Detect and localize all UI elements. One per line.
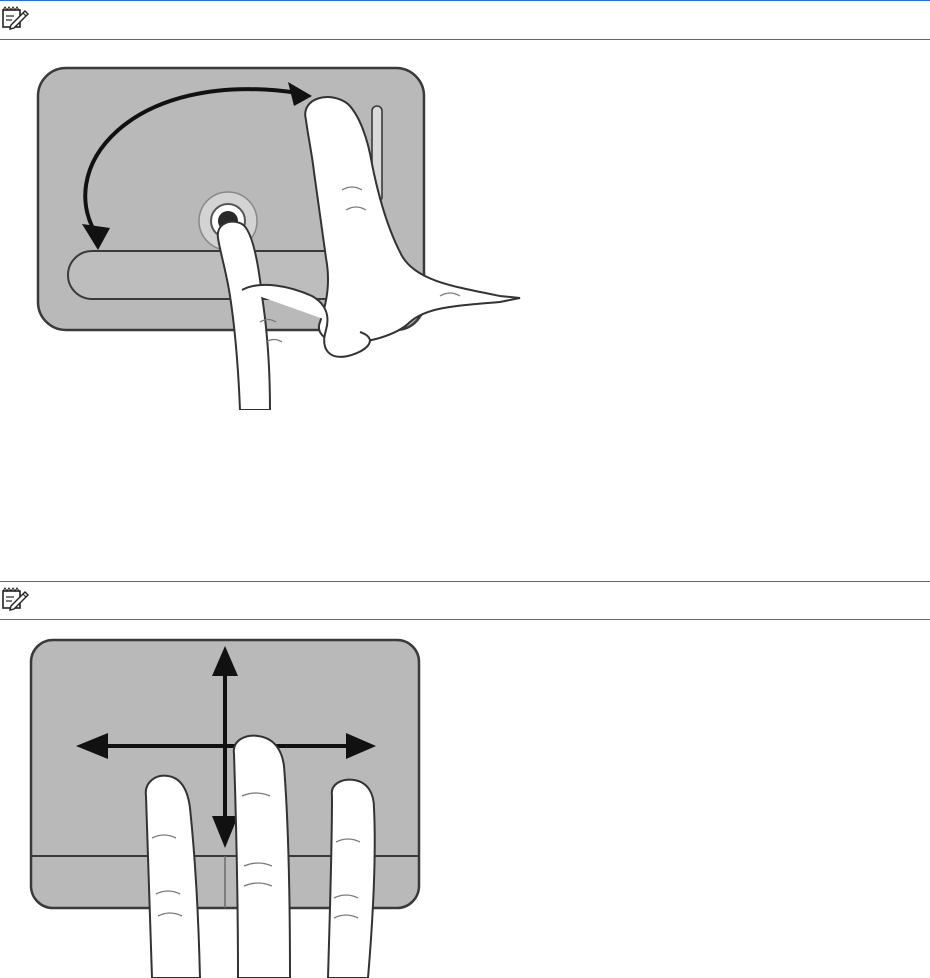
note-bottom-rule xyxy=(0,619,930,620)
note-top-rule xyxy=(0,581,930,582)
finger-right xyxy=(328,780,375,978)
rotate-gesture-illustration xyxy=(30,60,530,410)
note-bottom-rule xyxy=(0,39,930,40)
finger-middle xyxy=(234,736,290,978)
three-finger-flick-illustration xyxy=(28,636,428,978)
note-block-2 xyxy=(0,581,930,623)
note-top-rule xyxy=(0,0,930,1)
note-pencil-icon xyxy=(0,6,30,30)
note-pencil-icon xyxy=(0,587,30,611)
note-block-1 xyxy=(0,0,930,42)
